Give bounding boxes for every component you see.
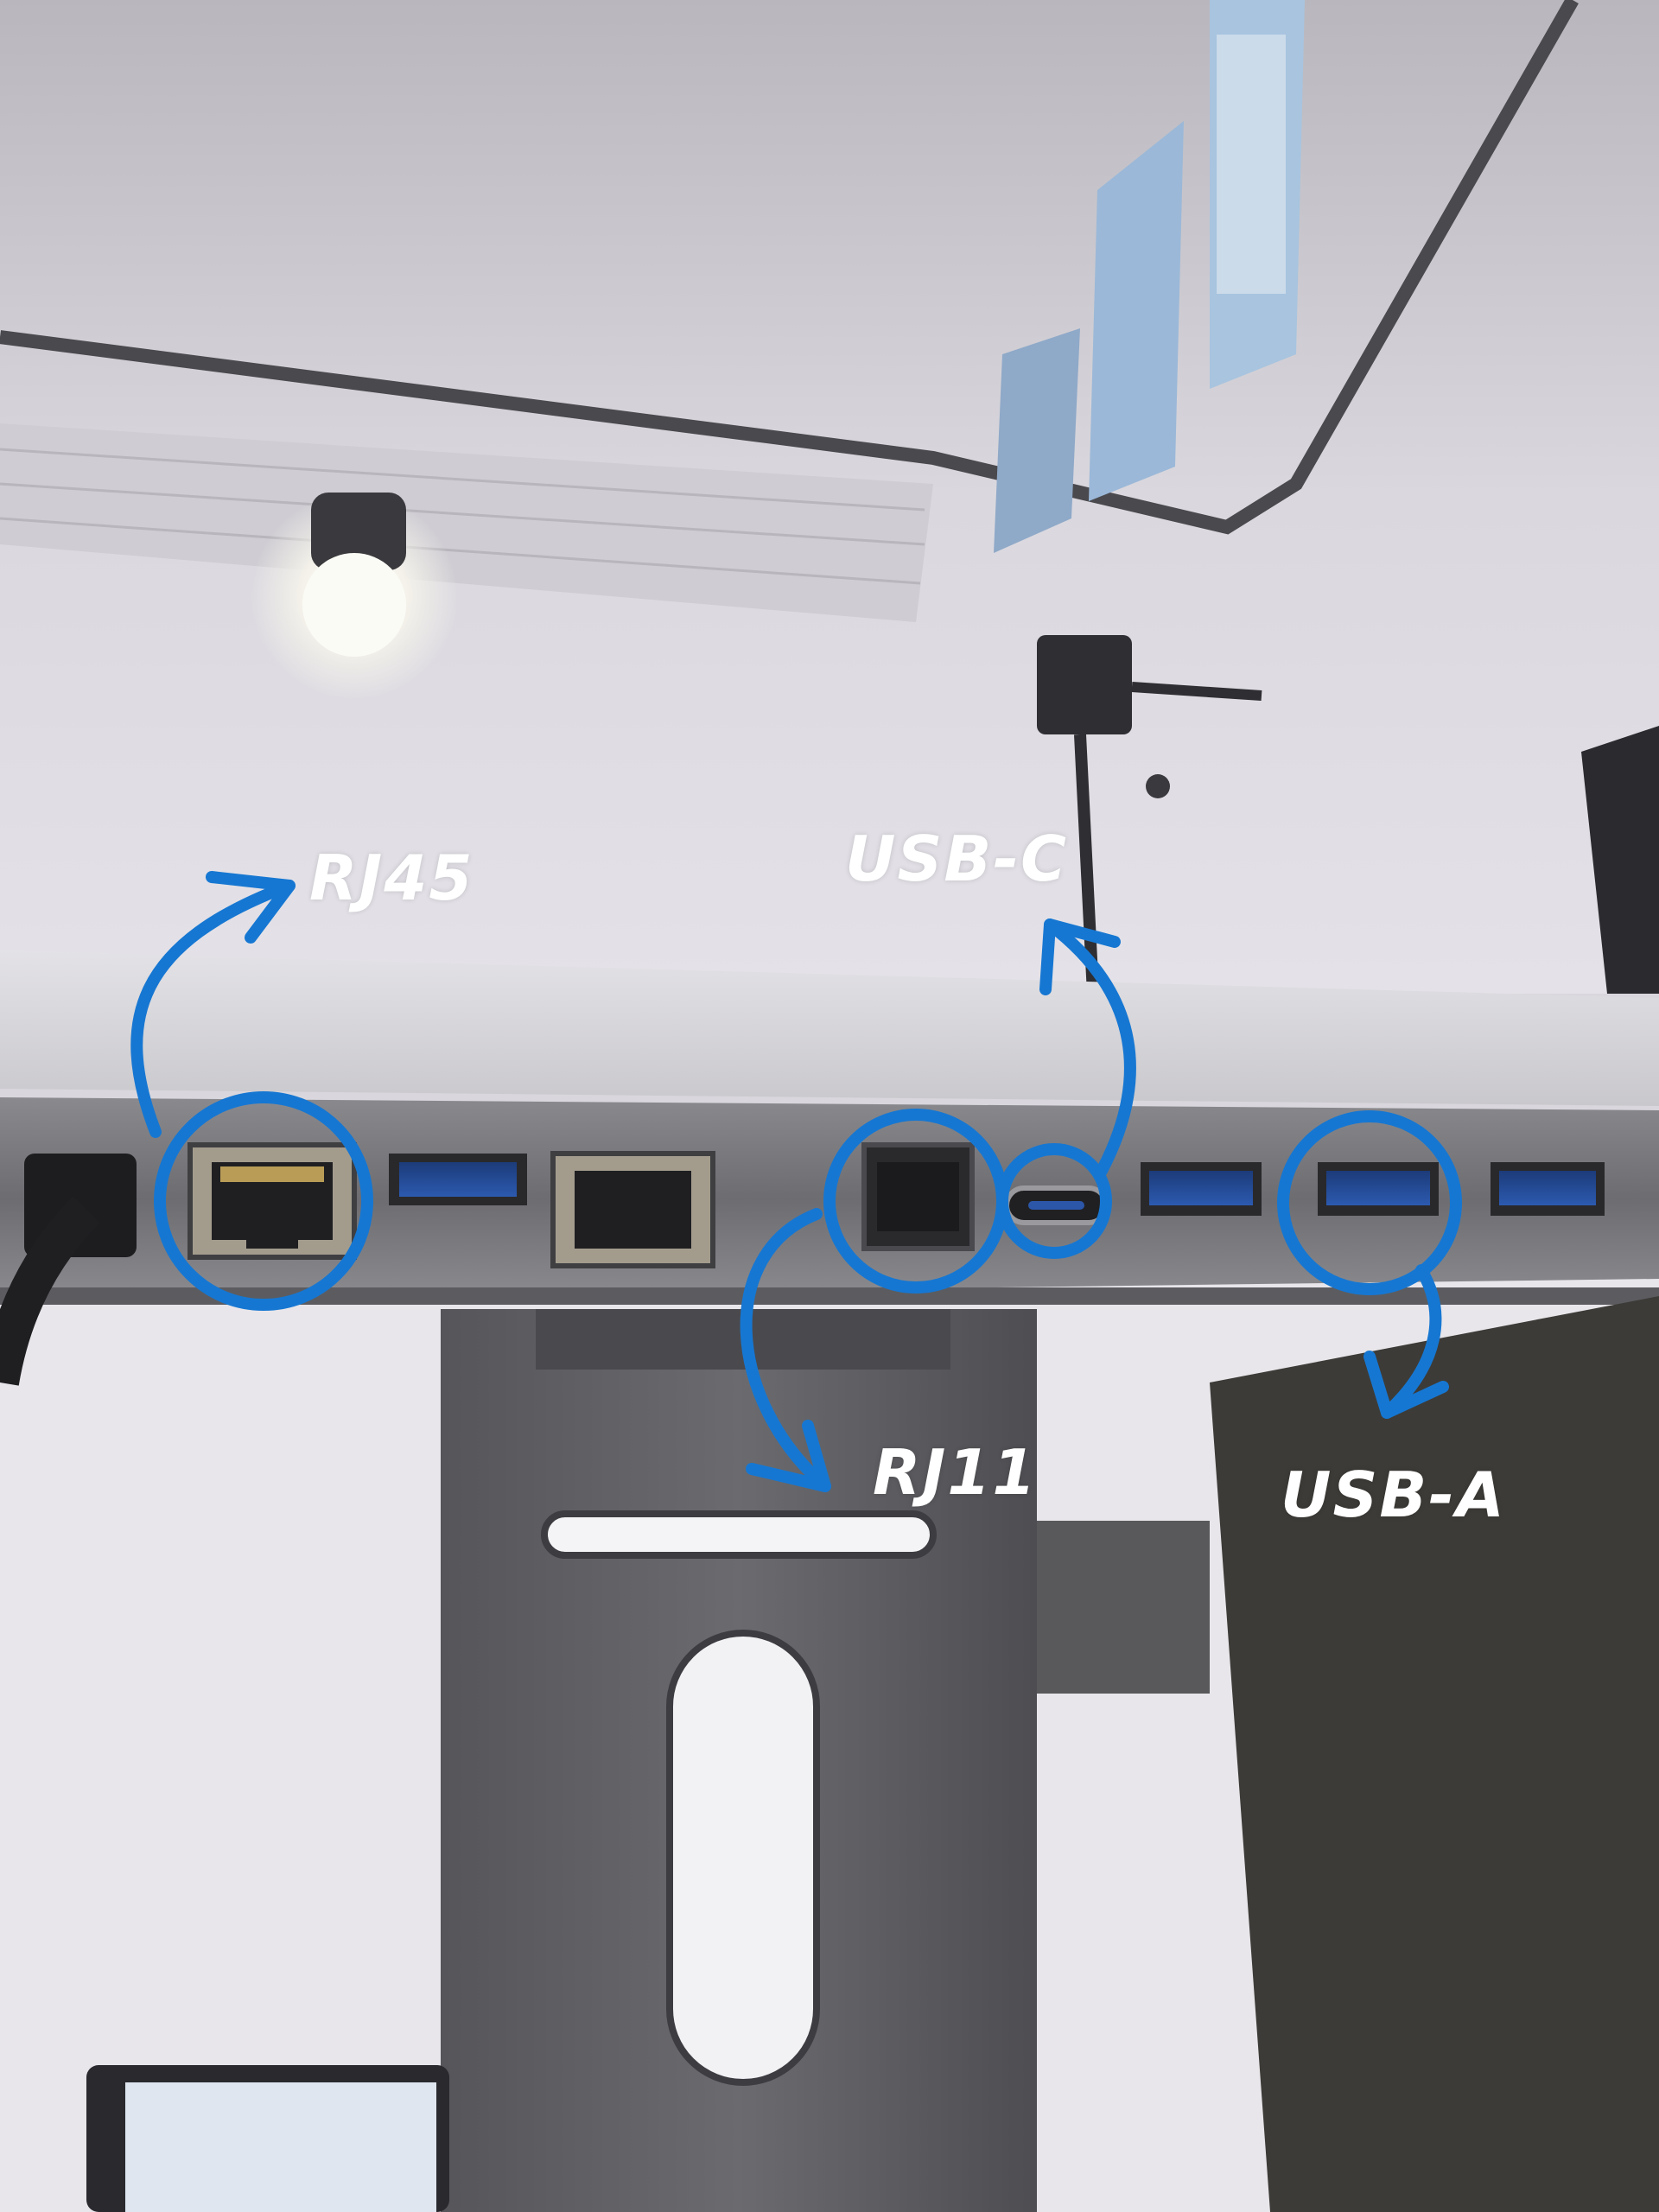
ceiling-grid-lines <box>0 448 925 585</box>
usb-a-port-2 <box>1141 1162 1262 1216</box>
wall-monitor-3 <box>994 328 1080 553</box>
mount-cable-2 <box>1131 682 1262 701</box>
laptop-screen <box>125 2082 436 2212</box>
ceiling-grid-panel <box>0 423 933 622</box>
rj45-arrow <box>130 880 296 1138</box>
rj11-arrow <box>740 1208 831 1492</box>
mount-cable <box>1074 734 1099 995</box>
usb-a-highlight-circle <box>1277 1110 1462 1295</box>
usb-c-arrow <box>1044 918 1136 1177</box>
usb-c-label: USB-C <box>845 823 1068 895</box>
usb-a-label: USB-A <box>1281 1459 1506 1531</box>
rj45-highlight-circle <box>154 1091 373 1311</box>
rj11-label: RJ11 <box>873 1436 1038 1509</box>
usb-a-port-4 <box>1491 1162 1605 1216</box>
usb-c-arrow-head <box>1039 918 1121 995</box>
rj45-arrow-head <box>206 871 296 944</box>
usb-c-port <box>1004 1185 1109 1225</box>
rj11-arrow-head <box>746 1420 831 1492</box>
usb-a-port-1 <box>389 1154 527 1205</box>
monitor-glare <box>1217 35 1286 294</box>
rj45-port <box>188 1142 357 1260</box>
rj11-port <box>861 1142 975 1251</box>
rj45-label: RJ45 <box>309 842 474 914</box>
spotlight-housing <box>311 493 406 570</box>
usb-a-port-3 <box>1318 1162 1439 1216</box>
dark-panel-right <box>1210 1296 1659 2212</box>
annotation-layer <box>130 871 1462 1492</box>
dock-top-surface <box>0 950 1659 1106</box>
usb-c-highlight-circle <box>996 1143 1112 1259</box>
power-cable-icon <box>0 1196 100 1386</box>
usb-a-arrow-head <box>1363 1351 1449 1419</box>
mount-box <box>1037 635 1132 734</box>
wall-monitor-2 <box>1089 121 1184 501</box>
spotlight-lamp <box>302 553 406 657</box>
ethernet-port-2 <box>550 1151 715 1268</box>
background-frame <box>1037 1521 1210 1694</box>
ceiling-rail <box>0 0 1579 535</box>
usb-a-arrow <box>1381 1264 1442 1419</box>
wall-outlet <box>1146 774 1170 798</box>
doorway-frame <box>1581 726 1659 994</box>
dock-bottom-edge <box>0 1287 1659 1305</box>
stand-slot-top <box>541 1510 937 1559</box>
stand-slot-oval <box>666 1630 820 2086</box>
